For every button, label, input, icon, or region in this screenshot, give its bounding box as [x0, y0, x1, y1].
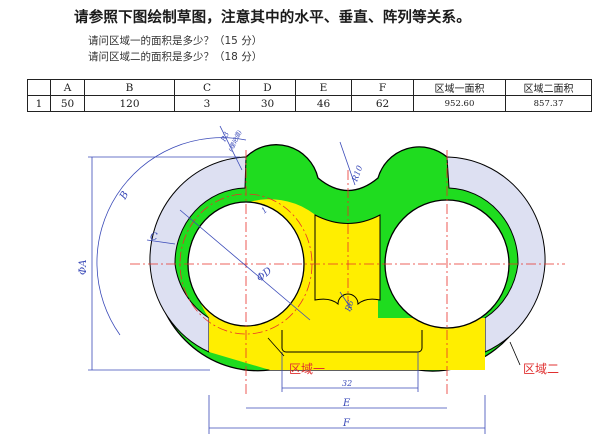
- parameter-table: A B C D E F 区域一面积 区域二面积 1 50 120 3 30 46…: [27, 79, 592, 112]
- bottom-notch-left: [281, 330, 423, 353]
- lavender-arc-right: [446, 156, 546, 353]
- dimension-lines: [88, 125, 486, 434]
- table-header-row: A B C D E F 区域一面积 区域二面积: [27, 79, 592, 96]
- dim-r3-note: (理论值): [227, 128, 244, 153]
- center-bridge: [314, 214, 381, 306]
- question-region-one: 请问区域一的面积是多少？（15 分）: [88, 35, 263, 47]
- table-cell: 46: [295, 95, 352, 112]
- dim-r6: R6: [343, 299, 356, 313]
- dim-e: E: [342, 398, 351, 409]
- question-region-two: 请问区域二的面积是多少？（18 分）: [88, 51, 263, 63]
- region-one-leader: [267, 337, 285, 357]
- region-two-leader: [509, 341, 521, 366]
- center-lines: [130, 150, 565, 395]
- dim-1: 1: [260, 205, 270, 215]
- dim-r10: R10: [350, 164, 364, 183]
- table-cell: 50: [50, 95, 85, 112]
- yellow-band-right: [378, 318, 485, 370]
- dim-f: F: [342, 418, 351, 429]
- table-cell: 30: [239, 95, 296, 112]
- region-one-label: 区域一: [289, 362, 325, 376]
- table-cell: 1: [27, 95, 51, 112]
- region-two-label: 区域二: [523, 362, 559, 376]
- dim-c: C: [150, 232, 158, 243]
- page-heading: 请参照下图绘制草图，注意其中的水平、垂直、阵列等关系。: [74, 10, 471, 26]
- table-row: 1 50 120 3 30 46 62 952.60 857.37: [27, 95, 592, 112]
- table-cell: 857.37: [505, 95, 592, 112]
- dim-r3: R3: [219, 130, 231, 144]
- table-cell: 62: [351, 95, 414, 112]
- dim-32: 32: [342, 379, 352, 388]
- dim-b: B: [118, 190, 132, 203]
- table-cell: 120: [84, 95, 175, 112]
- dim-phi-a: ΦA: [78, 260, 89, 275]
